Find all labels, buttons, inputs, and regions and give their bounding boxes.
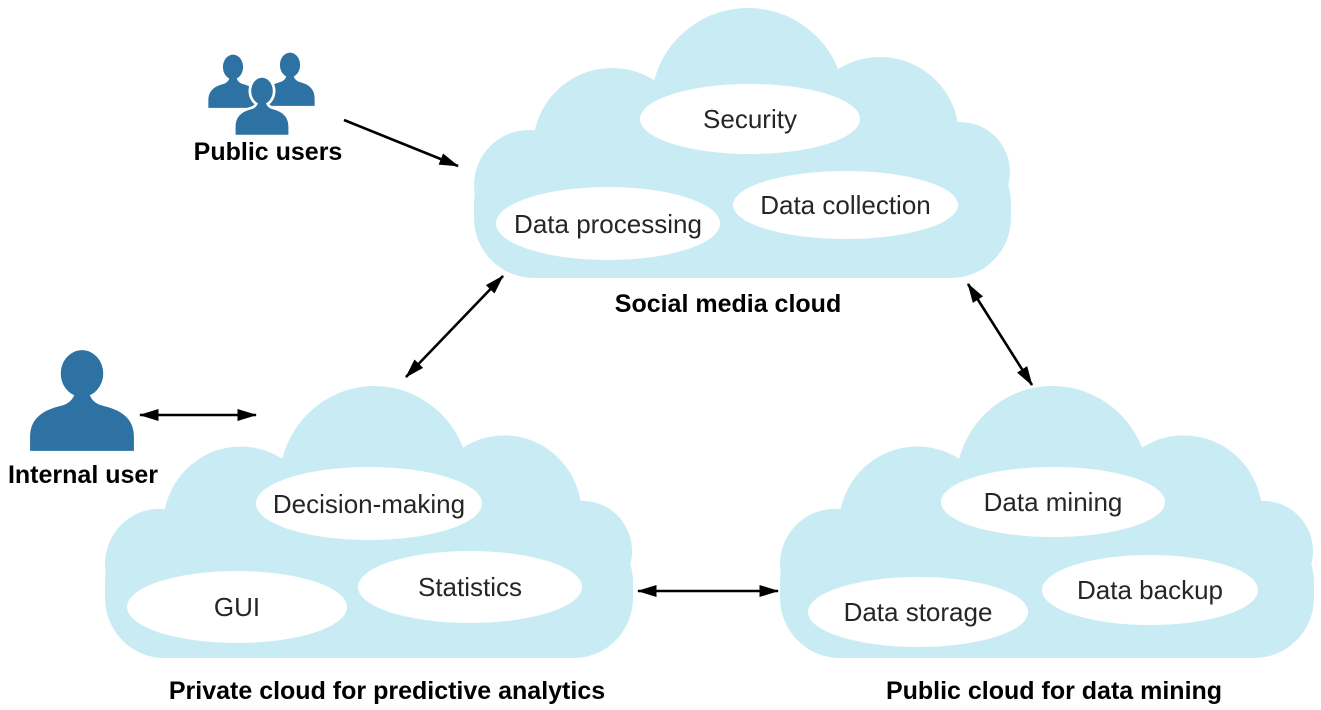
users-group-icon <box>208 52 315 143</box>
service-ellipse-statistics: Statistics <box>358 551 582 623</box>
service-ellipse-data-processing: Data processing <box>496 187 720 260</box>
service-ellipse-data-storage: Data storage <box>808 577 1028 647</box>
service-label: Security <box>703 104 797 134</box>
private-cloud-label: Private cloud for predictive analytics <box>168 677 606 705</box>
service-label: Data processing <box>514 208 702 239</box>
service-ellipse-data-backup: Data backup <box>1042 555 1258 625</box>
service-ellipse-security: Security <box>640 84 860 154</box>
arrow-social-cloud-private-cloud <box>405 275 504 378</box>
public-users-label: Public users <box>193 138 343 166</box>
service-ellipse-data-mining: Data mining <box>941 467 1165 537</box>
social-media-cloud-label: Social media cloud <box>614 290 842 318</box>
service-label: Decision-making <box>272 488 466 519</box>
arrow-social-cloud-public-cloud <box>966 283 1034 386</box>
user-icon <box>30 350 134 451</box>
service-label: GUI <box>213 592 261 622</box>
public-cloud-label: Public cloud for data mining <box>885 677 1223 705</box>
service-label: Data mining <box>983 487 1123 517</box>
service-label: Statistics <box>417 572 523 602</box>
service-ellipse-gui: GUI <box>127 571 347 643</box>
service-ellipse-decision-making: Decision-making <box>256 467 482 540</box>
service-label: Data storage <box>843 597 993 627</box>
service-label: Data backup <box>1077 575 1223 605</box>
service-label: Data collection <box>760 190 931 220</box>
service-ellipse-data-collection: Data collection <box>733 171 958 239</box>
internal-user-label: Internal user <box>7 461 159 489</box>
